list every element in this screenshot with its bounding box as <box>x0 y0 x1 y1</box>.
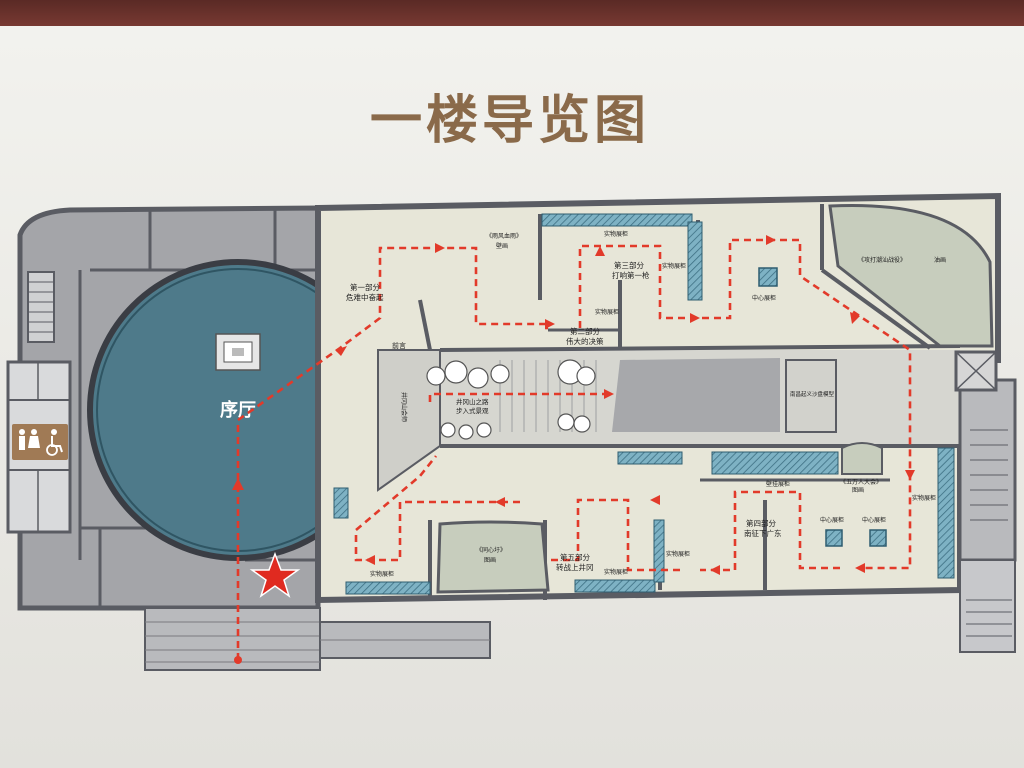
case-top-1 <box>541 213 693 227</box>
section4-part: 第四部分 <box>746 518 776 528</box>
section2-name: 伟大的决策 <box>566 336 604 346</box>
case-bottom-2 <box>574 579 656 593</box>
green-room-bottom <box>436 520 550 594</box>
entrance-steps <box>144 607 491 671</box>
section2-part: 第二部分 <box>570 326 600 336</box>
section1-name: 危难中奋起 <box>346 292 384 302</box>
sandtable-label: 南昌起义沙盘模型 <box>790 390 835 398</box>
relief1-sub: 壁画 <box>496 242 508 250</box>
case-bottom-1 <box>345 581 431 595</box>
relief4-sub: 图画 <box>484 557 496 564</box>
restroom-icon <box>12 424 68 460</box>
relief2-sub: 油画 <box>934 256 946 264</box>
relief3-sub: 图画 <box>852 487 864 494</box>
statue-icon <box>215 333 261 371</box>
case-left-diag <box>333 487 349 519</box>
map-labels: 前言 第一部分 危难中奋起 第二部分 伟大的决策 第三部分 打响第一枪 第四部分… <box>346 230 946 578</box>
center-case-3 <box>869 529 887 547</box>
case-bottom-3 <box>653 519 665 583</box>
display-case-label-6: 实物展柜 <box>666 550 690 558</box>
landscape-props <box>426 359 596 440</box>
wall-case-label: 壁挂展柜 <box>766 480 790 488</box>
section5-name: 转战上井冈 <box>556 562 594 572</box>
display-case-label-4: 实物展柜 <box>370 570 394 578</box>
display-case-label-3: 实物展柜 <box>662 262 686 270</box>
green-room-top-right <box>828 203 994 348</box>
center-case-2 <box>825 529 843 547</box>
relief4-label: 《同心圩》 <box>476 546 506 554</box>
case-mid-1 <box>711 451 839 475</box>
lobby-label: 序厅 <box>220 399 256 421</box>
center-case-label-1: 中心展柜 <box>752 294 776 302</box>
top-frame-band <box>0 0 1024 28</box>
preface-label: 前言 <box>392 341 406 350</box>
center-case-label-2: 中心展柜 <box>820 516 844 524</box>
tour-route <box>236 238 912 660</box>
page-title: 一楼导览图 <box>369 91 650 151</box>
stairs-icon <box>27 271 55 343</box>
case-right <box>937 447 955 579</box>
center-case-1 <box>758 267 778 287</box>
route-arrows <box>232 235 915 575</box>
section5-part: 第五部分 <box>560 552 590 562</box>
section1-part: 第一部分 <box>350 282 380 292</box>
jinggang-road-line2: 步入式景观 <box>456 406 489 415</box>
sandtable-room <box>785 359 837 433</box>
display-case-label-7: 实物展柜 <box>912 494 936 502</box>
display-case-label-5: 实物展柜 <box>604 568 628 576</box>
section3-part: 第三部分 <box>614 260 644 270</box>
relief2-label: 《攻打潮汕战役》 <box>858 256 906 264</box>
case-top-2 <box>687 221 703 301</box>
center-case-label-3: 中心展柜 <box>862 516 886 524</box>
route-start-dot <box>234 656 242 664</box>
preface-area <box>377 349 441 492</box>
wheelchair-icon <box>46 429 63 456</box>
vertical-label: 井冈山会师 <box>400 392 408 422</box>
case-mid-2 <box>617 451 683 465</box>
green-alcove <box>841 442 883 475</box>
grey-gallery <box>612 358 780 432</box>
relief1-label: 《雨风血雨》 <box>486 232 522 240</box>
display-case-label-1: 实物展柜 <box>604 230 628 238</box>
section3-name: 打响第一枪 <box>612 270 650 280</box>
star-marker-icon <box>249 551 301 598</box>
section4-name: 南征下广东 <box>744 528 782 538</box>
display-case-label-2: 实物展柜 <box>595 308 619 316</box>
relief3-label: 《五万人大会》 <box>840 478 882 486</box>
right-stairs-wing <box>954 350 1017 653</box>
main-hall <box>315 192 1001 604</box>
jinggang-road-line1: 井冈山之路 <box>456 397 489 406</box>
